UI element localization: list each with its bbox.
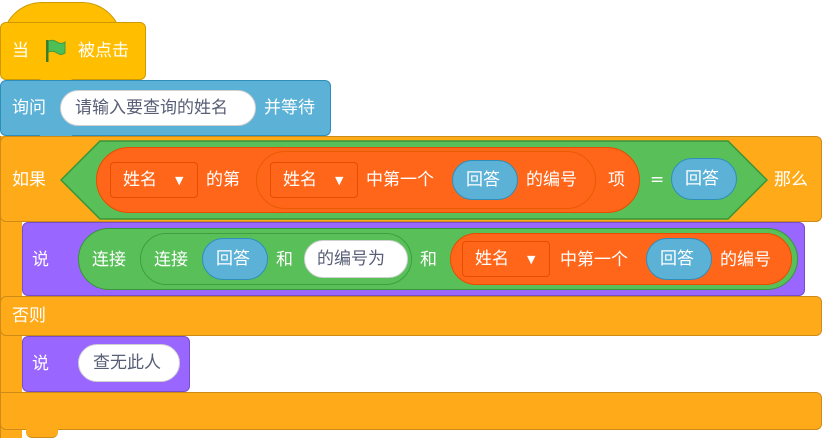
text-input[interactable]: 查无此人 (78, 344, 180, 382)
join-and-label: 和 (276, 250, 293, 270)
list-dropdown-name[interactable]: 姓名 ▼ (270, 162, 358, 198)
answer-reporter[interactable]: 回答 (202, 238, 268, 280)
ask-wait-label: 并等待 (264, 98, 315, 118)
join-and-label: 和 (420, 250, 437, 270)
list-dropdown-label: 姓名 (283, 170, 317, 190)
ask-question-text: 请输入要查询的姓名 (75, 98, 228, 118)
item-of-label: 的第 (206, 170, 240, 190)
first-label: 中第一个 (366, 170, 434, 190)
first-label: 中第一个 (560, 250, 628, 270)
block-connector-tab (26, 426, 58, 438)
chevron-down-icon: ▼ (335, 174, 344, 187)
answer-label: 回答 (466, 170, 500, 190)
green-flag-icon (46, 39, 66, 62)
answer-reporter[interactable]: 回答 (671, 158, 737, 200)
chevron-down-icon: ▼ (527, 253, 536, 266)
say-label: 说 (32, 250, 49, 270)
then-label: 那么 (774, 170, 808, 190)
answer-label: 回答 (660, 249, 694, 269)
answer-label: 回答 (216, 249, 250, 269)
chevron-down-icon: ▼ (175, 174, 184, 187)
if-else-divider (0, 296, 822, 336)
equals-sign: = (650, 170, 665, 190)
number-of-label: 的编号 (720, 250, 771, 270)
text-input-value: 查无此人 (93, 353, 161, 373)
text-input-value: 的编号为 (317, 249, 385, 269)
hat-clicked-label: 被点击 (78, 41, 129, 61)
hat-when-label: 当 (12, 41, 29, 61)
list-dropdown-name[interactable]: 姓名 ▼ (462, 241, 550, 277)
if-label: 如果 (12, 170, 46, 190)
answer-reporter[interactable]: 回答 (452, 160, 518, 200)
item-label: 项 (608, 170, 625, 190)
answer-reporter[interactable]: 回答 (646, 238, 712, 280)
list-dropdown-name[interactable]: 姓名 ▼ (110, 162, 198, 198)
ask-question-input[interactable]: 请输入要查询的姓名 (60, 90, 256, 126)
if-else-bottom (0, 392, 822, 430)
answer-label: 回答 (685, 169, 719, 189)
ask-label: 询问 (12, 98, 46, 118)
join-inner-label: 连接 (154, 250, 188, 270)
when-flag-clicked-block[interactable] (0, 22, 146, 80)
list-dropdown-label: 姓名 (475, 249, 509, 269)
join-outer-label: 连接 (92, 250, 126, 270)
number-of-label: 的编号 (526, 170, 577, 190)
say-label: 说 (32, 354, 49, 374)
list-dropdown-label: 姓名 (123, 170, 157, 190)
text-input[interactable]: 的编号为 (304, 240, 408, 278)
else-label: 否则 (12, 306, 46, 326)
